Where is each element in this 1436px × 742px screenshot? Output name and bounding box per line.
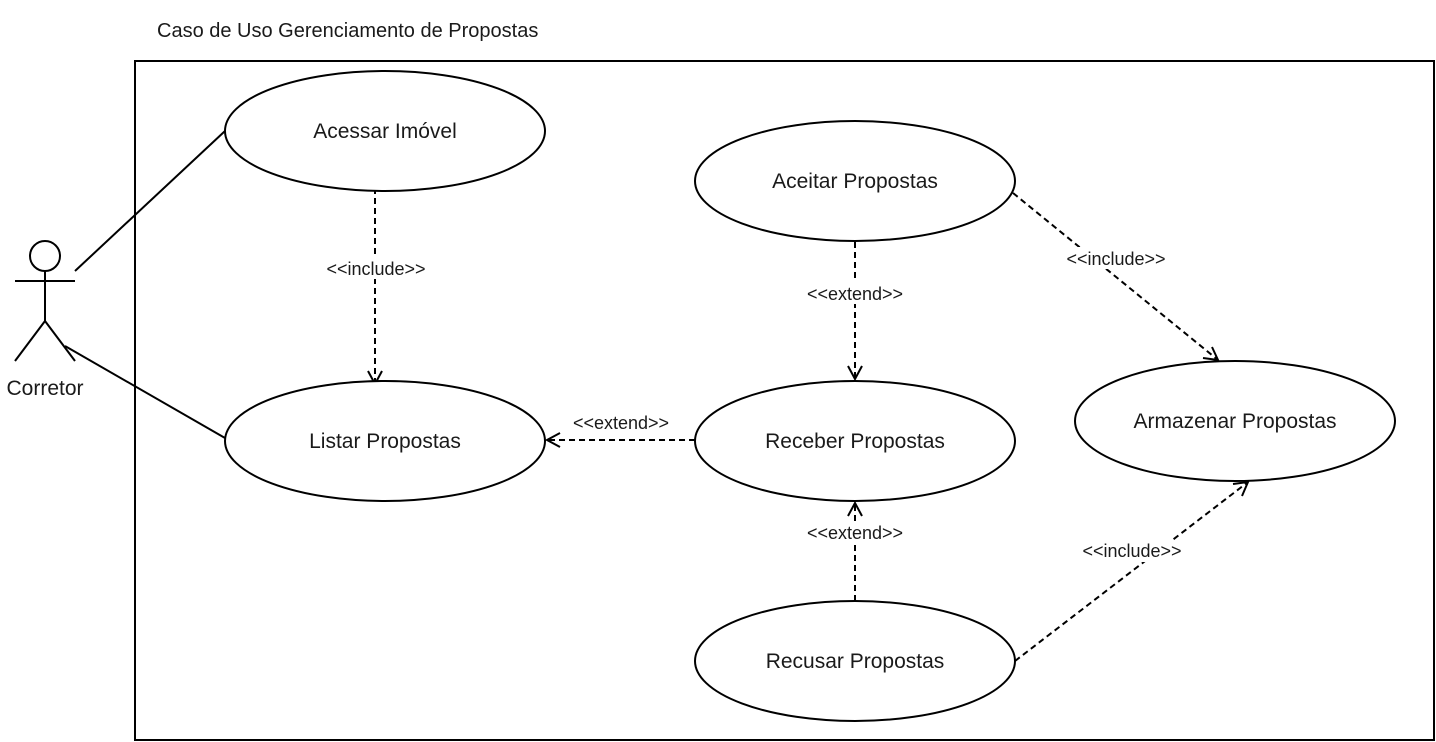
use-case-label: Armazenar Propostas bbox=[1133, 410, 1336, 433]
use-case-listar-propostas[interactable]: Listar Propostas bbox=[224, 380, 546, 502]
use-case-acessar-imovel[interactable]: Acessar Imóvel bbox=[224, 70, 546, 192]
relation-label: <<extend>> bbox=[573, 413, 669, 433]
extend-receber-listar-arrowhead bbox=[544, 432, 561, 448]
label-include-aceitar-armazenar: <<include>> bbox=[1055, 247, 1177, 269]
diagram-title: Caso de Uso Gerenciamento de Propostas bbox=[157, 20, 538, 42]
label-background bbox=[795, 521, 915, 543]
use-case-shape bbox=[694, 120, 1016, 242]
use-case-shape bbox=[1074, 360, 1396, 482]
relation-label: <<include>> bbox=[326, 259, 425, 279]
include-recusar-armazenar-arrowhead bbox=[1232, 480, 1250, 497]
label-background bbox=[315, 257, 437, 279]
label-background bbox=[1055, 247, 1177, 269]
actor-name: Corretor bbox=[6, 377, 83, 400]
use-case-shape bbox=[694, 600, 1016, 722]
actor-left-leg bbox=[14, 320, 46, 362]
extend-aceitar-receber-arrowhead bbox=[847, 365, 863, 382]
label-include-recusar-armazenar: <<include>> bbox=[1071, 540, 1193, 562]
actor-right-leg bbox=[44, 320, 76, 362]
actor-head bbox=[29, 240, 61, 272]
label-extend-recusar-receber: <<extend>> bbox=[795, 521, 915, 543]
relation-label: <<extend>> bbox=[807, 284, 903, 304]
include-aceitar-armazenar-line[interactable] bbox=[1012, 192, 1219, 361]
label-background bbox=[1071, 540, 1193, 562]
system-boundary bbox=[134, 60, 1435, 741]
label-include-acessar-listar: <<include>> bbox=[315, 257, 437, 279]
use-case-shape bbox=[224, 380, 546, 502]
use-case-receber-propostas[interactable]: Receber Propostas bbox=[694, 380, 1016, 502]
label-background bbox=[795, 282, 915, 304]
use-case-label: Acessar Imóvel bbox=[313, 120, 457, 143]
label-extend-receber-listar: <<extend>> bbox=[573, 413, 669, 433]
use-case-label: Aceitar Propostas bbox=[772, 170, 938, 193]
label-extend-aceitar-receber: <<extend>> bbox=[795, 282, 915, 304]
association-listar-propostas[interactable] bbox=[64, 345, 226, 439]
relation-label: <<extend>> bbox=[807, 523, 903, 543]
relation-label: <<include>> bbox=[1066, 249, 1165, 269]
use-case-label: Listar Propostas bbox=[309, 430, 461, 453]
include-aceitar-armazenar-arrowhead bbox=[1202, 346, 1220, 362]
include-recusar-armazenar-line[interactable] bbox=[1014, 481, 1249, 662]
use-case-label: Recusar Propostas bbox=[766, 650, 945, 673]
association-acessar-imovel[interactable] bbox=[74, 130, 226, 272]
extend-recusar-receber-arrowhead bbox=[847, 500, 863, 517]
use-case-recusar-propostas[interactable]: Recusar Propostas bbox=[694, 600, 1016, 722]
use-case-label: Receber Propostas bbox=[765, 430, 945, 453]
use-case-shape bbox=[224, 70, 546, 192]
use-case-armazenar-propostas[interactable]: Armazenar Propostas bbox=[1074, 360, 1396, 482]
relation-label: <<include>> bbox=[1082, 541, 1181, 561]
use-case-aceitar-propostas[interactable]: Aceitar Propostas bbox=[694, 120, 1016, 242]
use-case-shape bbox=[694, 380, 1016, 502]
actor-corretor[interactable]: Corretor bbox=[6, 240, 84, 400]
